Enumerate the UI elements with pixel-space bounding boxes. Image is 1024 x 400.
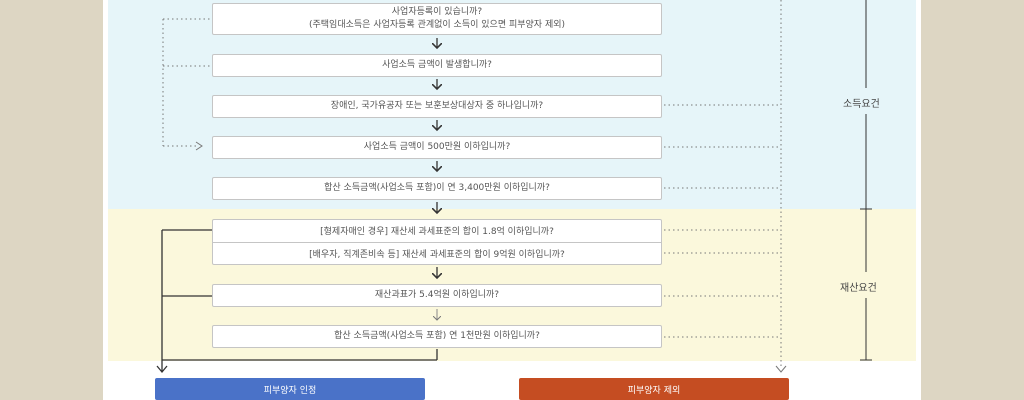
left-dotted-bracket <box>162 18 211 147</box>
question-business-income: 사업소득 금액이 발생합니까? <box>212 54 662 77</box>
question-text: 합산 소득금액(사업소득 포함)이 연 3,400만원 이하입니까? <box>324 183 550 193</box>
question-text: [형제자매인 경우] 재산세 과세표준의 합이 1.8억 이하입니까? <box>320 227 554 237</box>
divider <box>212 242 662 243</box>
accept-arrow-head <box>156 365 168 374</box>
dotted-arrow-head <box>195 141 203 151</box>
question-business-registration: 사업자등록이 있습니까? (주택임대소득은 사업자등록 관계없이 소득이 있으면… <box>212 3 662 35</box>
question-property-5-4: 재산과표가 5.4억원 이하입니까? <box>212 284 662 307</box>
question-text: 사업자등록이 있습니까? <box>391 7 483 17</box>
question-text: 사업소득 금액이 발생합니까? <box>382 60 492 70</box>
dependent-accepted-result: 피부양자 인정 <box>155 378 425 400</box>
question-text: 합산 소득금액(사업소득 포함) 연 1천만원 이하입니까? <box>334 331 540 341</box>
question-total-income-3400: 합산 소득금액(사업소득 포함)이 연 3,400만원 이하입니까? <box>212 177 662 200</box>
question-sibling-property: [형제자매인 경우] 재산세 과세표준의 합이 1.8억 이하입니까? <box>212 219 662 242</box>
question-total-income-1000: 합산 소득금액(사업소득 포함) 연 1천만원 이하입니까? <box>212 325 662 348</box>
question-note: (주택임대소득은 사업자등록 관계없이 소득이 있으면 피부양자 제외) <box>308 20 566 30</box>
right-dotted-lines <box>664 0 782 368</box>
question-text: [배우자, 직계존비속 등] 재산세 과세표준의 합이 9억원 이하입니까? <box>309 250 565 260</box>
question-spouse-property: [배우자, 직계존비속 등] 재산세 과세표준의 합이 9억원 이하입니까? <box>212 242 662 265</box>
question-text: 재산과표가 5.4억원 이하입니까? <box>374 290 500 300</box>
question-income-500: 사업소득 금액이 500만원 이하입니까? <box>212 136 662 159</box>
asset-requirement-label: 재산요건 <box>840 283 877 294</box>
dependent-excluded-result: 피부양자 제외 <box>519 378 789 400</box>
question-text: 장애인, 국가유공자 또는 보훈보상대상자 중 하나입니까? <box>330 101 544 111</box>
question-disability-veteran: 장애인, 국가유공자 또는 보훈보상대상자 중 하나입니까? <box>212 95 662 118</box>
income-requirement-label: 소득요건 <box>843 99 880 110</box>
section-markers <box>860 0 872 361</box>
accept-path <box>161 229 438 372</box>
question-text: 사업소득 금액이 500만원 이하입니까? <box>363 142 511 152</box>
exclude-arrow-head <box>775 365 787 373</box>
